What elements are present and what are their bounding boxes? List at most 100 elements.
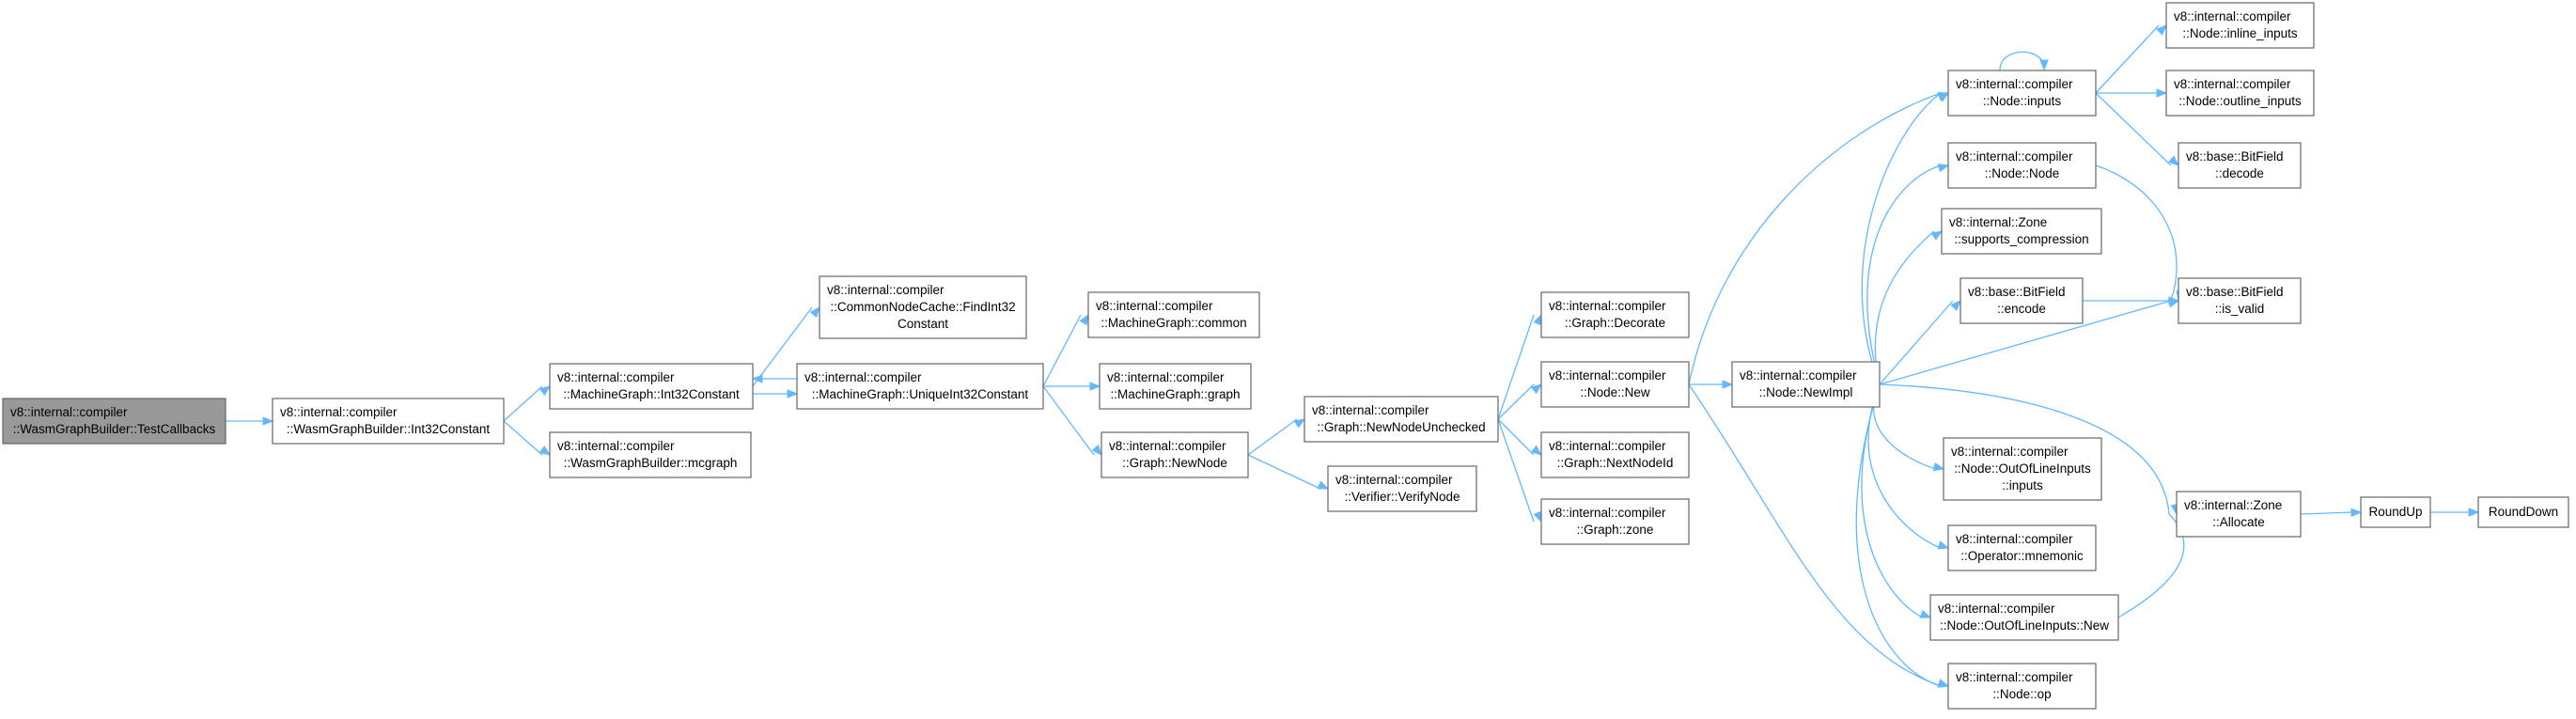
node-box[interactable] [1959, 277, 2084, 324]
node-v8-internal-compiler-machinegraph-int32constant[interactable]: v8::internal::compiler::MachineGraph::In… [549, 363, 754, 410]
node-label-line: v8::internal::compiler [1107, 370, 1225, 384]
node-box[interactable] [2165, 2, 2315, 49]
node-v8-internal-compiler-verifier-verifynode[interactable]: v8::internal::compiler::Verifier::Verify… [1327, 465, 1477, 512]
node-box[interactable] [2360, 496, 2431, 528]
node-box[interactable] [1540, 431, 1690, 478]
node-v8-internal-compiler-commonnodecache-findint32constant[interactable]: v8::internal::compiler::CommonNodeCache:… [819, 275, 1027, 339]
node-box[interactable] [549, 363, 754, 410]
node-label-line: ::Node::OutOfLineInputs [1954, 461, 2091, 476]
node-v8-internal-compiler-node-inline-inputs[interactable]: v8::internal::compiler::Node::inline_inp… [2165, 2, 2315, 49]
node-box[interactable] [1947, 663, 2097, 710]
edge-arrowhead [2350, 508, 2363, 518]
node-label-line: ::Graph::NewNode [1122, 456, 1227, 470]
node-box[interactable] [2165, 70, 2315, 117]
node-box[interactable] [796, 363, 1044, 410]
node-box[interactable] [1099, 363, 1252, 410]
node-box[interactable] [1540, 361, 1690, 408]
node-v8-internal-compiler-node-op[interactable]: v8::internal::compiler::Node::op [1947, 663, 2097, 710]
edge-arrowhead [1930, 230, 1944, 241]
node-v8-internal-compiler-wasmgraphbuilder-int32constant[interactable]: v8::internal::compiler::WasmGraphBuilder… [272, 398, 505, 445]
node-box[interactable] [1947, 70, 2097, 117]
node-box[interactable] [1947, 524, 2097, 571]
node-box[interactable] [2178, 142, 2302, 189]
node-label-line: v8::internal::Zone [2184, 498, 2282, 512]
node-v8-internal-compiler-node-outoflineinputs-new[interactable]: v8::internal::compiler::Node::OutOfLineI… [1929, 594, 2119, 641]
node-label-line: ::WasmGraphBuilder::mcgraph [564, 456, 738, 470]
node-label-line: ::MachineGraph::Int32Constant [563, 387, 740, 401]
node-label-line: ::Operator::mnemonic [1960, 549, 2084, 563]
node-v8-internal-compiler-graph-newnode[interactable]: v8::internal::compiler::Graph::NewNode [1101, 431, 1249, 478]
node-v8-internal-compiler-node-outline-inputs[interactable]: v8::internal::compiler::Node::outline_in… [2165, 70, 2315, 117]
node-v8-base-bitfield-decode[interactable]: v8::base::BitField::decode [2178, 142, 2302, 189]
edge-line [503, 385, 543, 422]
node-box[interactable] [1304, 396, 1499, 443]
node-label-line: v8::internal::compiler [1951, 445, 2069, 459]
node-box[interactable] [272, 398, 505, 445]
edge-arrowhead [1317, 480, 1330, 490]
node-box[interactable] [1929, 594, 2119, 641]
edge-n12-n23 [1688, 383, 1950, 688]
node-label-line: v8::internal::compiler [1956, 149, 2073, 164]
edge-n0-n1 [226, 416, 274, 426]
node-v8-internal-compiler-node-outoflineinputs-inputs[interactable]: v8::internal::compiler::Node::OutOfLineI… [1943, 437, 2102, 501]
node-v8-base-bitfield-encode[interactable]: v8::base::BitField::encode [1959, 277, 2084, 324]
edge-arrowhead [1533, 510, 1542, 524]
node-v8-internal-compiler-node-inputs[interactable]: v8::internal::compiler::Node::inputs [1947, 70, 2097, 117]
node-box[interactable] [2, 398, 226, 445]
node-box[interactable] [1540, 498, 1690, 545]
node-box[interactable] [549, 431, 752, 478]
node-label-line: v8::internal::compiler [557, 439, 675, 453]
node-box[interactable] [2176, 491, 2302, 538]
node-label-line: ::Verifier::VerifyNode [1344, 490, 1460, 504]
node-box[interactable] [1947, 142, 2097, 189]
node-v8-internal-compiler-machinegraph-graph[interactable]: v8::internal::compiler::MachineGraph::gr… [1099, 363, 1252, 410]
node-box[interactable] [1101, 431, 1249, 478]
node-box[interactable] [1941, 208, 2102, 255]
edge-arrowhead [539, 385, 552, 397]
node-label-line: ::inputs [2002, 478, 2043, 492]
edge-line [1879, 300, 1954, 385]
node-label-line: ::Node::OutOfLineInputs::New [1940, 618, 2109, 633]
node-v8-internal-zone-allocate[interactable]: v8::internal::Zone::Allocate [2176, 491, 2302, 538]
node-v8-internal-compiler-graph-zone[interactable]: v8::internal::compiler::Graph::zone [1540, 498, 1690, 545]
edge-arrowhead [2168, 296, 2180, 305]
edge-n5-n7 [1043, 382, 1101, 391]
node-label-line: ::Graph::Decorate [1565, 316, 1665, 330]
node-v8-internal-zone-supports-compression[interactable]: v8::internal::Zone::supports_compression [1941, 208, 2102, 255]
edge-line [1999, 51, 2045, 71]
node-label-line: v8::internal::compiler [1335, 473, 1453, 487]
node-box[interactable] [1943, 437, 2102, 501]
node-v8-internal-compiler-graph-nextnodeid[interactable]: v8::internal::compiler::Graph::NextNodeI… [1540, 431, 1690, 478]
node-v8-internal-compiler-wasmgraphbuilder-testcallbacks[interactable]: v8::internal::compiler::WasmGraphBuilder… [2, 398, 226, 445]
edge-arrowhead [2156, 88, 2168, 98]
node-v8-internal-compiler-wasmgraphbuilder-mcgraph[interactable]: v8::internal::compiler::WasmGraphBuilder… [549, 431, 752, 478]
node-box[interactable] [1731, 361, 1881, 408]
node-v8-internal-compiler-machinegraph-uniqueint32constant[interactable]: v8::internal::compiler::MachineGraph::Un… [796, 363, 1044, 410]
node-v8-internal-compiler-machinegraph-common[interactable]: v8::internal::compiler::MachineGraph::co… [1087, 291, 1260, 338]
node-v8-internal-compiler-operator-mnemonic[interactable]: v8::internal::compiler::Operator::mnemon… [1947, 524, 2097, 571]
node-v8-base-bitfield-is-valid[interactable]: v8::base::BitField::is_valid [2178, 277, 2302, 324]
node-label-line: v8::internal::compiler [1096, 299, 1213, 313]
node-v8-internal-compiler-node-newimpl[interactable]: v8::internal::compiler::Node::NewImpl [1731, 361, 1881, 408]
edge-arrowhead [539, 445, 552, 456]
node-label-line: Constant [898, 317, 948, 331]
node-box[interactable] [1087, 291, 1260, 338]
node-box[interactable] [2178, 277, 2302, 324]
edge-arrowhead [809, 305, 820, 319]
node-box[interactable] [1327, 465, 1477, 512]
node-box[interactable] [1540, 291, 1690, 338]
node-label-line: ::Node::New [1580, 385, 1650, 399]
node-v8-internal-compiler-graph-newnodeunchecked[interactable]: v8::internal::compiler::Graph::NewNodeUn… [1304, 396, 1499, 443]
node-label-line: v8::internal::compiler [2174, 77, 2291, 91]
edge-arrowhead [1079, 313, 1089, 326]
node-roundup[interactable]: RoundUp [2360, 496, 2431, 528]
node-v8-internal-compiler-node-new[interactable]: v8::internal::compiler::Node::New [1540, 361, 1690, 408]
node-label-line: v8::internal::compiler [10, 405, 128, 419]
node-rounddown[interactable]: RoundDown [2477, 496, 2569, 528]
node-v8-internal-compiler-node-node[interactable]: v8::internal::compiler::Node::Node [1947, 142, 2097, 189]
node-box[interactable] [2477, 496, 2569, 528]
node-v8-internal-compiler-graph-decorate[interactable]: v8::internal::compiler::Graph::Decorate [1540, 291, 1690, 338]
node-label-line: ::Node::Node [1985, 166, 2060, 180]
node-box[interactable] [819, 275, 1027, 339]
